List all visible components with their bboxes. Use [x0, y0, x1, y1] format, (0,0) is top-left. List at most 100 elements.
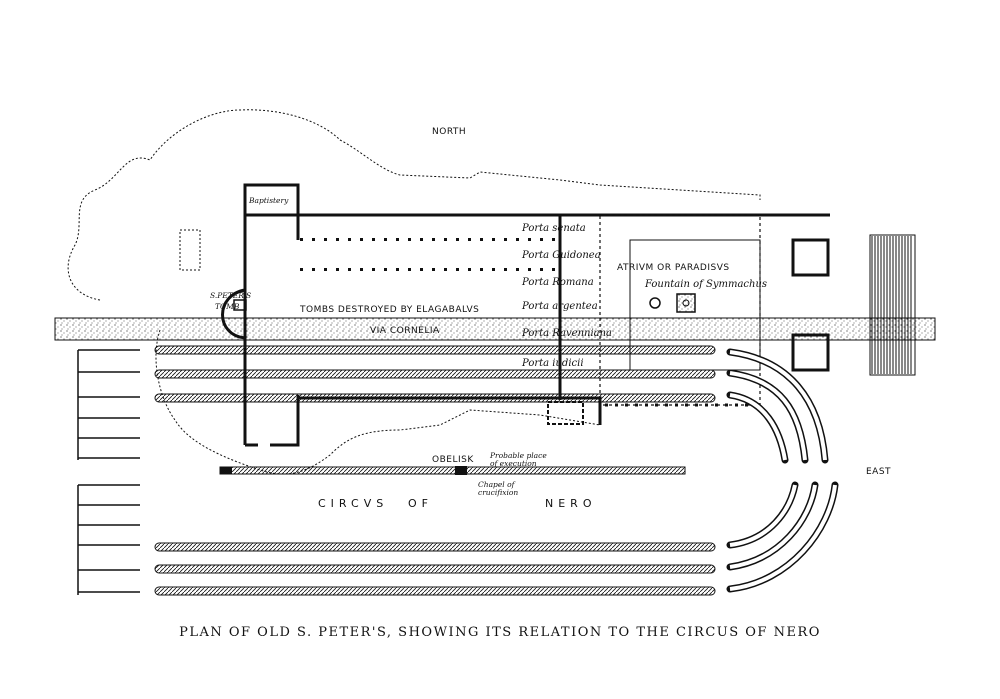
column [408, 268, 411, 271]
column [312, 238, 315, 241]
column [655, 403, 658, 407]
column [492, 238, 495, 241]
later-basilica-outline-2 [179, 229, 201, 271]
column [420, 268, 423, 271]
fountain-symmachus [649, 297, 661, 309]
column [384, 268, 387, 271]
east-label: EAST [866, 467, 891, 477]
door-labels: Porta senata Porta Guidonea Porta Romana… [521, 223, 612, 369]
column [360, 268, 363, 271]
obelisk-marker [455, 466, 467, 475]
tomb-label-1: S.PETER'S [210, 291, 251, 300]
column [665, 403, 668, 407]
column [685, 403, 688, 407]
column [504, 238, 507, 241]
column [492, 268, 495, 271]
spina [219, 466, 686, 475]
probable-label-1: Probable place [489, 451, 547, 460]
atrium-label: ATRIVM OR PARADISVS [617, 263, 730, 273]
circus-label-3: NERO [545, 497, 596, 510]
carceres [77, 349, 140, 595]
column [336, 238, 339, 241]
circus-walls [154, 345, 716, 596]
door-label: Porta senata [521, 223, 586, 234]
chapel-label-1: Chapel of [478, 480, 516, 489]
column [528, 238, 531, 241]
column [300, 238, 303, 241]
via-label: VIA CORNELIA [370, 326, 440, 336]
column [372, 268, 375, 271]
column [635, 403, 638, 407]
column [336, 268, 339, 271]
column [552, 268, 555, 271]
column [384, 238, 387, 241]
column [432, 268, 435, 271]
column [605, 403, 608, 407]
tomb-label-2: TOMB [215, 302, 240, 311]
steps-lines [871, 236, 912, 374]
column [645, 213, 648, 217]
baptistery-label: Baptistery [248, 196, 289, 205]
door-label: Porta Guidonea [521, 250, 601, 261]
column [715, 403, 718, 407]
steps [869, 234, 916, 376]
chapel-label-2: crucifixion [478, 488, 518, 497]
column [516, 238, 519, 241]
column [504, 268, 507, 271]
column [456, 268, 459, 271]
column [396, 238, 399, 241]
circus-label-1: CIRCVS [318, 497, 388, 510]
column [456, 238, 459, 241]
column [432, 238, 435, 241]
column [540, 268, 543, 271]
obelisk-label: OBELISK [432, 455, 474, 465]
column [348, 268, 351, 271]
small-chapel [547, 401, 584, 425]
column [324, 238, 327, 241]
via-cornelia-road [54, 317, 936, 341]
column [480, 238, 483, 241]
column [348, 238, 351, 241]
door-label: Porta argentea [521, 301, 598, 312]
column [705, 213, 708, 217]
caption: PLAN OF OLD S. PETER'S, SHOWING ITS RELA… [179, 625, 821, 640]
column [312, 268, 315, 271]
baptistery-room [243, 183, 300, 217]
column [396, 268, 399, 271]
door-label: Porta Ravenniana [521, 328, 612, 339]
gatehouse-south [791, 333, 830, 372]
column [360, 238, 363, 241]
column [480, 268, 483, 271]
column [408, 238, 411, 241]
tombs-label: TOMBS DESTROYED BY ELAGABALVS [299, 305, 479, 315]
column [444, 268, 447, 271]
column [516, 268, 519, 271]
door-label: Porta Romana [521, 277, 594, 288]
column [735, 213, 738, 217]
column [625, 403, 628, 407]
column [420, 238, 423, 241]
column [300, 268, 303, 271]
probable-label-2: of execution [490, 459, 537, 468]
column [324, 268, 327, 271]
column [372, 238, 375, 241]
gatehouse-north [791, 238, 830, 277]
later-basilica-outline [67, 109, 761, 475]
column [468, 268, 471, 271]
fountain-label: Fountain of Symmachus [644, 279, 767, 290]
column [468, 238, 471, 241]
column [695, 403, 698, 407]
column [675, 213, 678, 217]
north-label: NORTH [432, 127, 466, 137]
door-label: Porta iudicii [521, 358, 584, 369]
st-peters-tomb [233, 299, 247, 311]
column [615, 213, 618, 217]
column [745, 403, 748, 407]
circus-curve [726, 348, 839, 593]
circus-label-2: OF [408, 497, 433, 510]
column [552, 238, 555, 241]
fountain-basin [676, 293, 696, 313]
column [528, 268, 531, 271]
column [725, 403, 728, 407]
